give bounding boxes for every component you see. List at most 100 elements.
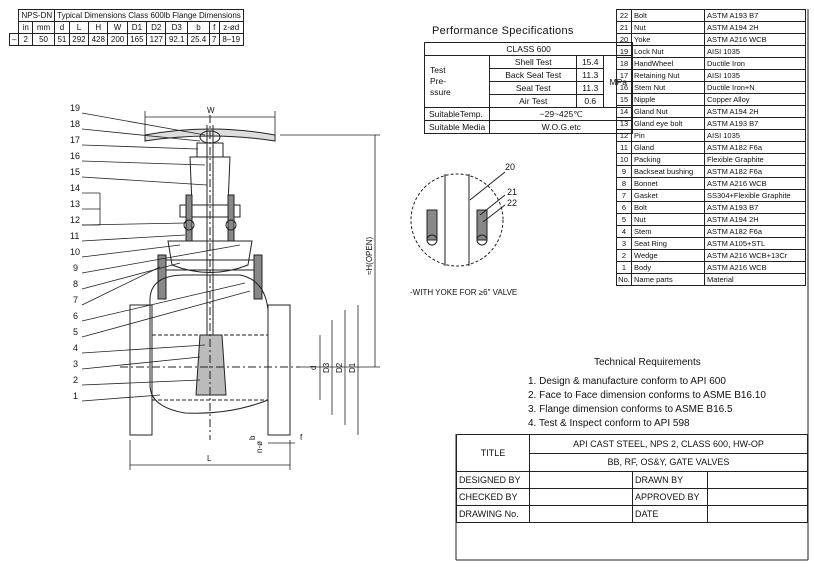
part-name: Stem — [631, 225, 705, 238]
part-name: Bolt — [631, 201, 705, 214]
part-name: Nipple — [631, 93, 705, 106]
dim-f-label: f — [300, 433, 303, 442]
requirement-item: 4. Test & Inspect conform to API 598 — [528, 418, 690, 429]
dim-col-header: D2 — [146, 21, 167, 34]
dim-d3-label: D3 — [322, 362, 331, 373]
dim-col-header: mm — [31, 21, 56, 34]
part-material: ASTM A216 WCB — [704, 261, 806, 274]
checked-by-label: CHECKED BY — [456, 488, 530, 506]
part-material: ASTM A105+STL — [704, 237, 806, 250]
gate-valve-drawing: 19 18 17 16 15 14 13 12 11 10 9 8 7 6 5 … — [70, 103, 380, 470]
part-material: AISI 1035 — [704, 69, 806, 82]
approved-by-label: APPROVED BY — [632, 488, 708, 506]
part-no: 6 — [616, 201, 632, 214]
dim-cell: 200 — [107, 33, 128, 46]
part-material: Copper Alloy — [704, 93, 806, 106]
callout-8: 8 — [73, 279, 78, 289]
dim-col-header: b — [187, 21, 210, 34]
dim-b-label: b — [248, 435, 257, 440]
test-name: Shell Test — [489, 55, 578, 69]
part-material: ASTM A216 WCB — [704, 177, 806, 190]
dim-cell: 51 — [54, 33, 70, 46]
part-material: ASTM A182 F6a — [704, 225, 806, 238]
part-name: Wedge — [631, 249, 705, 262]
part-no: 11 — [616, 141, 632, 154]
part-material: ASTM A182 F6a — [704, 141, 806, 154]
part-material: ASTM A193 B7 — [704, 201, 806, 214]
dimensions-table: NPS-DN Typical Dimensions Class 600lb Fl… — [8, 9, 244, 46]
part-name: Gasket — [631, 189, 705, 202]
callout-4: 4 — [73, 343, 78, 353]
dim-d1-label: D1 — [348, 362, 357, 373]
dimensions-header-row-2: in mm d L H W D1 D2 D3 b f z-ød — [9, 21, 244, 34]
part-name: Nut — [631, 21, 705, 34]
class-cell: CLASS 600 — [423, 42, 634, 56]
part-name: Backseat bushing — [631, 165, 705, 178]
callout-15: 15 — [70, 167, 80, 177]
part-name: Seat Ring — [631, 237, 705, 250]
title-label: TITLE — [456, 434, 530, 472]
part-no: 17 — [616, 69, 632, 82]
part-no: 2 — [616, 249, 632, 262]
part-name: Gland Nut — [631, 105, 705, 118]
callout-3: 3 — [73, 359, 78, 369]
part-material: AISI 1035 — [704, 45, 806, 58]
requirement-item: 1. Design & manufacture conform to API 6… — [528, 376, 726, 387]
part-no: 3 — [616, 237, 632, 250]
dim-w-label: W — [207, 106, 215, 115]
detail-callout-22: 22 — [507, 198, 517, 208]
approved-by-value — [707, 488, 808, 506]
title-block: TITLE API CAST STEEL, NPS 2, CLASS 600, … — [456, 434, 808, 523]
dim-d-label: d — [309, 366, 318, 370]
callout-numbers: 19 18 17 16 15 14 13 12 11 10 9 8 7 6 5 … — [70, 103, 80, 401]
callout-14: 14 — [70, 183, 80, 193]
callout-19: 19 — [70, 103, 80, 113]
callout-2: 2 — [73, 375, 78, 385]
drawing-no-label: DRAWING No. — [456, 505, 530, 523]
media-label: Suitable Media — [423, 120, 491, 134]
test-value: 0.6 — [576, 94, 605, 108]
dim-cell: 92.1 — [165, 33, 189, 46]
callout-10: 10 — [70, 247, 80, 257]
part-no: 10 — [616, 153, 632, 166]
typical-dimensions-header: Typical Dimensions Class 600lb Flange Di… — [54, 9, 244, 22]
part-no: 16 — [616, 81, 632, 94]
dimensions-header-row-1: NPS-DN Typical Dimensions Class 600lb Fl… — [10, 9, 244, 22]
part-no: 12 — [616, 129, 632, 142]
dimensions-data-row: – 2 50 51 292 428 200 165 127 92.1 25.4 … — [8, 33, 244, 46]
test-name: Back Seal Test — [489, 68, 578, 82]
part-material: ASTM A194 2H — [704, 105, 806, 118]
parts-header-material: Material — [704, 273, 806, 286]
nps-dn-header: NPS-DN — [18, 9, 56, 22]
test-pressure-label: Test Pre- ssure — [423, 55, 491, 108]
dim-cell: – — [8, 33, 20, 46]
dim-col-header: d — [54, 21, 70, 34]
requirement-item: 2. Face to Face dimension conforms to AS… — [528, 390, 766, 401]
temp-label: SuitableTemp. — [423, 107, 491, 121]
part-name: HandWheel — [631, 57, 705, 70]
dim-col-header: z-ød — [218, 21, 244, 34]
part-material: ASTM A193 B7 — [704, 117, 806, 130]
part-material: ASTM A182 F6a — [704, 165, 806, 178]
part-no: 18 — [616, 57, 632, 70]
media-value: W.O.G.etc — [489, 120, 634, 134]
callout-9: 9 — [73, 263, 78, 273]
valve-outline — [120, 115, 300, 440]
part-no: 22 — [616, 9, 632, 22]
part-no: 5 — [616, 213, 632, 226]
part-name: Packing — [631, 153, 705, 166]
part-name: Pin — [631, 129, 705, 142]
detail-callout-21: 21 — [507, 187, 517, 197]
dim-l-label: L — [207, 454, 212, 463]
checked-by-value — [529, 488, 633, 506]
